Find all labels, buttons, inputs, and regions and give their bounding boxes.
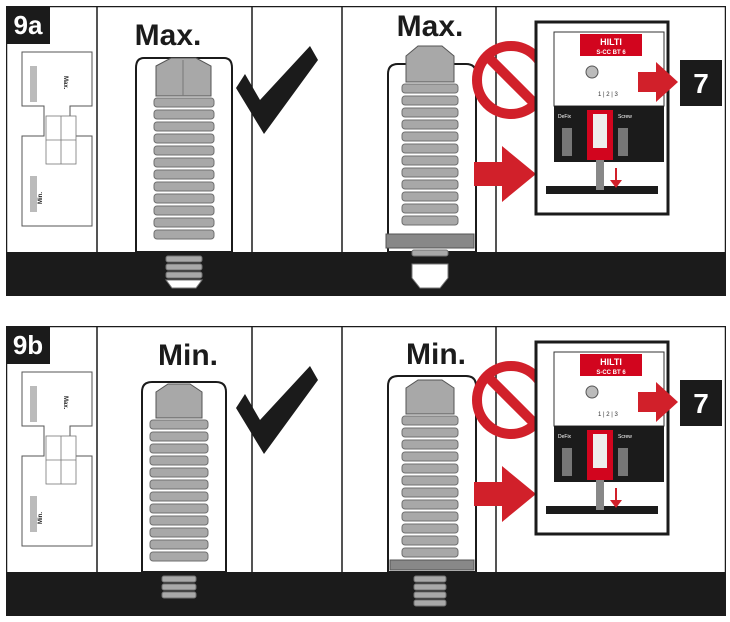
good-position-label: Min. — [158, 339, 218, 372]
next-step-number: 7 — [693, 388, 709, 419]
next-arrow-icon — [638, 62, 678, 102]
next-arrow-icon — [638, 382, 678, 422]
tool-scale: 1 | 2 | 3 — [598, 92, 618, 98]
base-plate — [6, 572, 726, 616]
arrow-right-icon — [474, 466, 536, 522]
tool-left-label: DeFix — [558, 434, 572, 440]
step-number: 9b — [13, 330, 43, 360]
tool-model: S-CC BT 6 — [596, 50, 626, 56]
setting-tool-card: HILTI S-CC BT 6 1 | 2 | 3 DeFix Screw — [534, 340, 670, 536]
gauge-min-label: Min. — [38, 512, 44, 524]
good-position-label: Max. — [135, 19, 202, 52]
bad-position-label: Max. — [397, 10, 464, 43]
arrow-right-icon — [474, 146, 536, 202]
setting-tool-card: HILTI S-CC BT 6 1 | 2 | 3 DeFix Screw — [534, 20, 670, 216]
gauge-card: Max. Min. — [21, 51, 93, 227]
next-step-badge — [680, 380, 722, 426]
gauge-card: Max. Min. — [21, 371, 93, 547]
step-badge — [6, 6, 50, 44]
tool-brand: HILTI — [600, 37, 622, 47]
check-icon — [236, 46, 318, 134]
stud-incorrect — [387, 375, 477, 607]
stud-incorrect — [385, 45, 477, 289]
step-row-9b: 9b Max. Min. Min. — [6, 326, 726, 616]
gauge-max-label: Max. — [62, 76, 68, 90]
tool-right-label: Screw — [618, 114, 632, 120]
stud-correct — [135, 57, 233, 289]
tool-brand: HILTI — [600, 357, 622, 367]
next-step-badge — [680, 60, 722, 106]
tool-model: S-CC BT 6 — [596, 370, 626, 376]
check-icon — [236, 366, 318, 454]
tool-left-label: DeFix — [558, 114, 572, 120]
stud-correct — [141, 381, 227, 599]
step-row-9a: 9a Max. Min. Max. — [6, 6, 726, 296]
step-badge — [6, 326, 50, 364]
step-9b-illustration: 9b Max. Min. Min. — [6, 326, 726, 616]
tool-scale: 1 | 2 | 3 — [598, 412, 618, 418]
step-number: 9a — [14, 10, 43, 40]
step-9a-illustration: 9a Max. Min. Max. — [6, 6, 726, 296]
base-plate — [6, 252, 726, 296]
tool-right-label: Screw — [618, 434, 632, 440]
bad-position-label: Min. — [406, 338, 466, 371]
gauge-min-label: Min. — [38, 192, 44, 204]
next-step-number: 7 — [693, 68, 709, 99]
gauge-max-label: Max. — [62, 396, 68, 410]
